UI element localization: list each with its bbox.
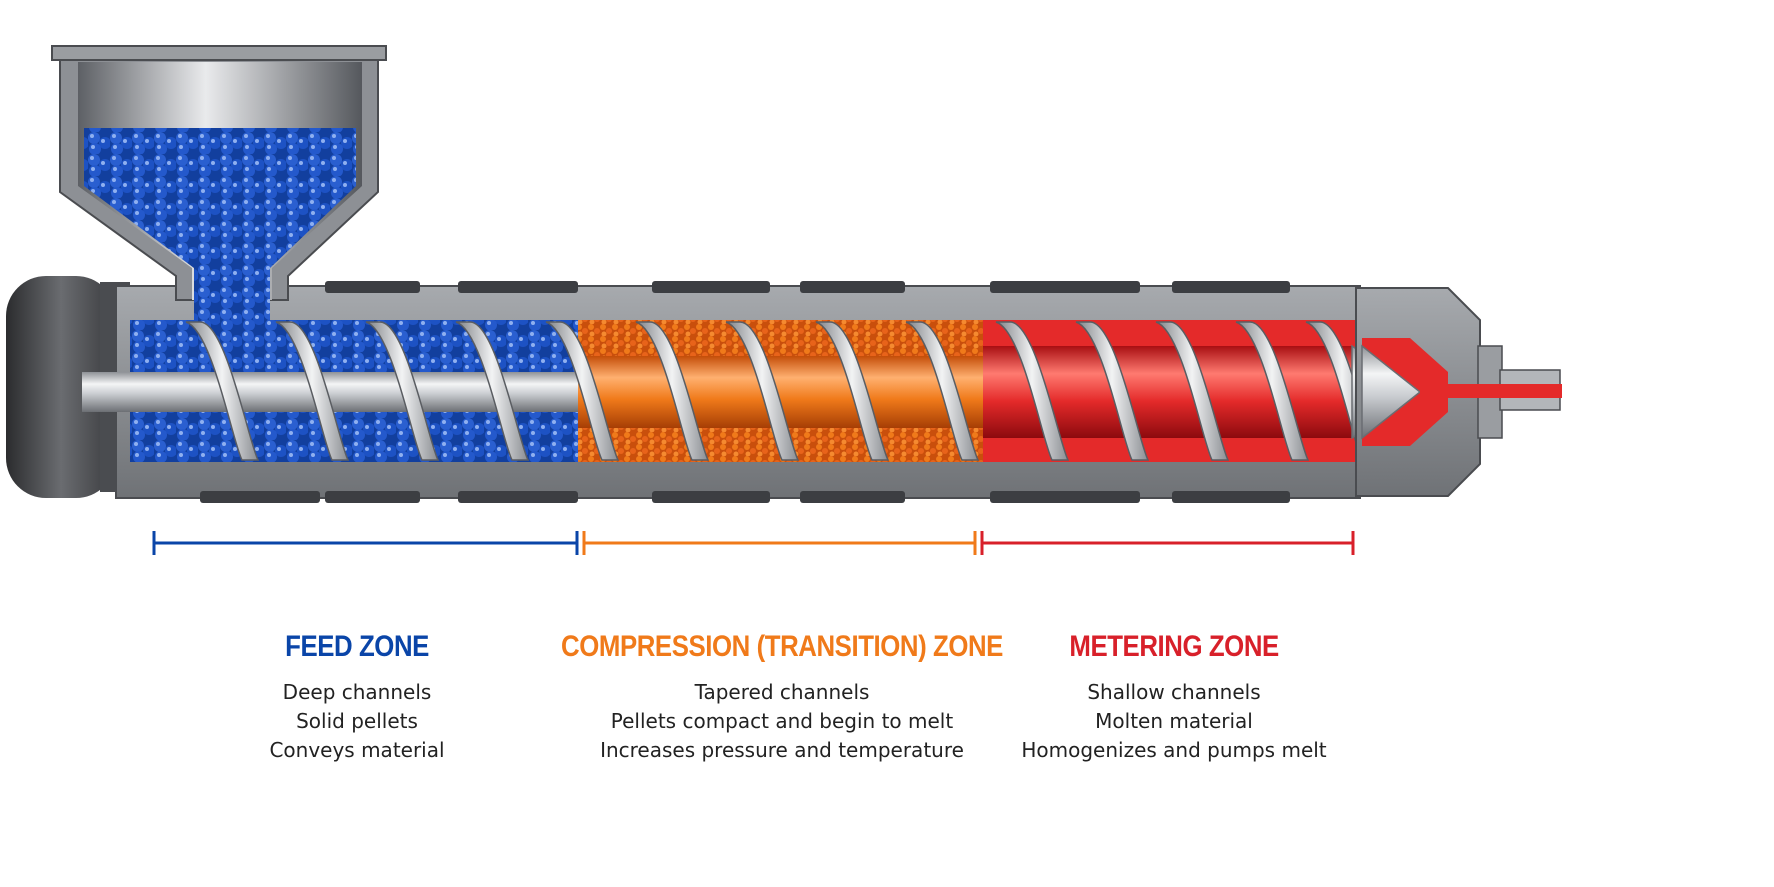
feed-zone-line-2: Solid pellets (296, 709, 418, 733)
screw-flight (1075, 321, 1150, 461)
screw-flight (545, 321, 620, 461)
screw-flight (1155, 321, 1230, 461)
compression-zone-title: COMPRESSION (TRANSITION) ZONE (561, 630, 1003, 663)
screw-flight (725, 321, 800, 461)
screw (82, 321, 1422, 461)
zone-brackets (152, 531, 1355, 555)
feed-zone-line-3: Conveys material (269, 738, 445, 762)
screw-flight (905, 321, 980, 461)
zone-bracket (152, 531, 579, 555)
feed-zone-line-1: Deep channels (282, 680, 432, 704)
compression-zone-label: COMPRESSION (TRANSITION) ZONE Tapered ch… (525, 630, 1039, 765)
hopper (51, 45, 387, 320)
feed-zone-title: FEED ZONE (285, 630, 429, 663)
screw-flight (1235, 321, 1310, 461)
metering-zone-title: METERING ZONE (1069, 630, 1279, 663)
screw-flight (455, 321, 530, 461)
metering-zone-label: METERING ZONE Shallow channels Molten ma… (1021, 630, 1326, 765)
screw-flight (365, 321, 440, 461)
screw-flight (185, 321, 260, 461)
nozzle (1355, 287, 1562, 497)
zone-bracket (582, 531, 977, 555)
screw-flight (275, 321, 350, 461)
screw-flight (635, 321, 710, 461)
zone-bracket (980, 531, 1355, 555)
metering-zone-line-1: Shallow channels (1087, 680, 1261, 704)
screw-flight (995, 321, 1070, 461)
metering-zone-line-3: Homogenizes and pumps melt (1021, 738, 1327, 762)
hopper-pellets (84, 128, 356, 320)
screw-flight (815, 321, 890, 461)
compression-zone-line-3: Increases pressure and temperature (600, 738, 964, 762)
metering-zone-line-2: Molten material (1095, 709, 1253, 733)
feed-zone-label: FEED ZONE Deep channels Solid pellets Co… (269, 630, 444, 765)
compression-zone-line-2: Pellets compact and begin to melt (610, 709, 954, 733)
compression-zone-line-1: Tapered channels (694, 680, 870, 704)
